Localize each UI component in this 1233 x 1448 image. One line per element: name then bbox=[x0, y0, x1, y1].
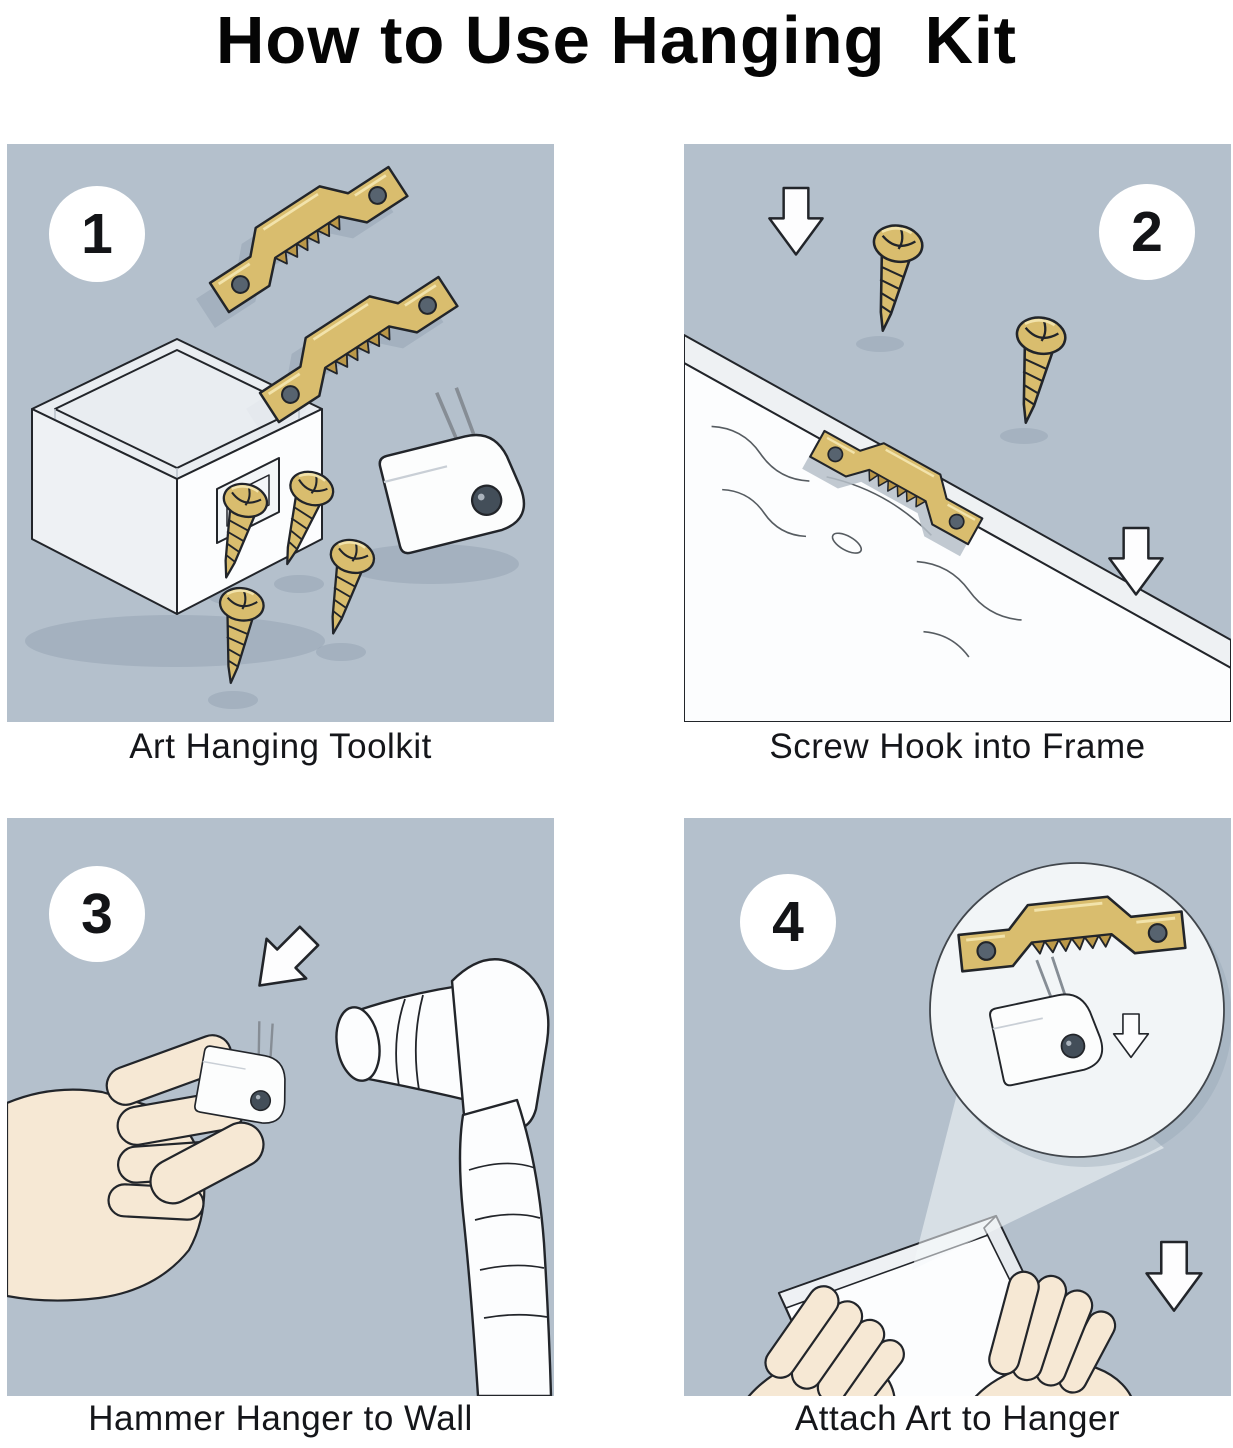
page-title: How to Use Hanging Kit bbox=[216, 3, 1017, 78]
step-number: 3 bbox=[81, 882, 113, 946]
caption-step-3: Hammer Hanger to Wall bbox=[88, 1399, 473, 1438]
thumb bbox=[149, 1121, 265, 1205]
step-number: 4 bbox=[772, 890, 804, 954]
sawtooth-hanger-icon bbox=[248, 259, 457, 422]
wall-hook-icon bbox=[192, 1011, 300, 1128]
screw-shadow bbox=[856, 336, 904, 352]
hammer-illustration bbox=[7, 914, 553, 1396]
attach-art-illustration bbox=[727, 862, 1231, 1396]
toolkit-illustration bbox=[25, 144, 532, 709]
caption-step-1: Art Hanging Toolkit bbox=[129, 727, 432, 766]
step-panel-4: 4 bbox=[684, 818, 1231, 1396]
down-left-arrow-icon bbox=[238, 914, 331, 1007]
left-hand-icon bbox=[727, 1285, 905, 1396]
step-panel-2: 2 bbox=[684, 144, 1231, 722]
sawtooth-hanger-icon bbox=[198, 149, 407, 312]
step-badge: 2 bbox=[1099, 184, 1195, 280]
screw-shadow bbox=[1000, 428, 1048, 444]
step-badge: 3 bbox=[49, 866, 145, 962]
step-number: 1 bbox=[81, 202, 113, 266]
caption-step-4: Attach Art to Hanger bbox=[794, 1399, 1121, 1438]
screw-icon bbox=[857, 220, 927, 337]
step-number: 2 bbox=[1131, 200, 1163, 264]
hammer-icon bbox=[335, 958, 553, 1396]
wall-hook-icon bbox=[364, 376, 532, 557]
step-panel-1: 1 bbox=[7, 144, 554, 722]
step-panel-3: 3 bbox=[7, 818, 554, 1396]
screw-into-frame-illustration bbox=[684, 186, 1231, 722]
step-badge: 1 bbox=[49, 186, 145, 282]
right-hand-icon bbox=[954, 1270, 1138, 1396]
step-badge: 4 bbox=[740, 874, 836, 970]
down-arrow-icon bbox=[1145, 1240, 1203, 1312]
caption-step-2: Screw Hook into Frame bbox=[769, 727, 1146, 766]
down-arrow-icon bbox=[768, 186, 824, 256]
screw-icon bbox=[1000, 312, 1070, 429]
